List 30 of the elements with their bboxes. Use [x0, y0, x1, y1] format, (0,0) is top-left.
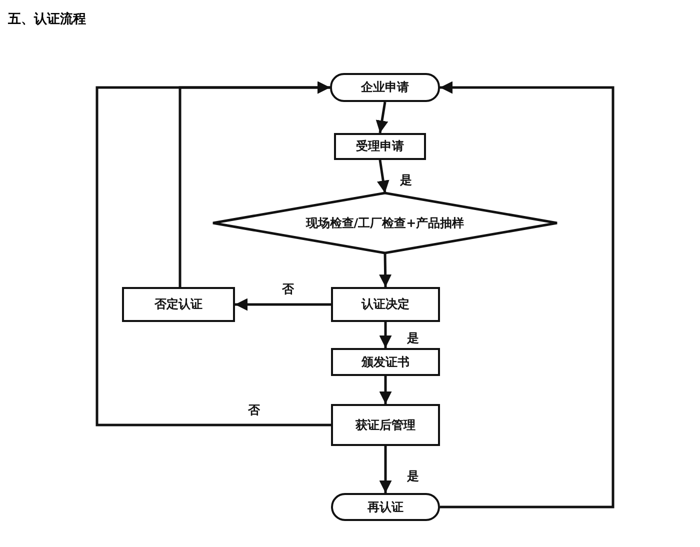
- edge-label: 是: [398, 172, 414, 189]
- process-box: [331, 404, 440, 446]
- arrow: [96, 81, 331, 426]
- terminal-box: [331, 493, 440, 521]
- edge-label: 否: [280, 281, 296, 298]
- arrow: [376, 160, 390, 194]
- process-box: [122, 287, 235, 322]
- terminal-box: [330, 73, 440, 102]
- node-label: 现场检查/工厂检查+产品抽样: [306, 214, 464, 232]
- node-label: 受理申请: [356, 138, 404, 155]
- arrow: [379, 376, 392, 404]
- title: 五、认证流程: [8, 10, 86, 28]
- arrow: [376, 102, 388, 134]
- arrow: [379, 446, 392, 493]
- arrow: [379, 322, 392, 348]
- node-label: 颁发证书: [362, 354, 410, 370]
- edge-label: 是: [405, 330, 421, 347]
- arrow: [379, 252, 392, 288]
- process-box: [331, 287, 440, 322]
- node-label: 企业申请: [361, 79, 409, 96]
- node-label: 认证决定: [362, 296, 410, 313]
- node-label: 否定认证: [154, 296, 202, 313]
- node-label: 获证后管理: [356, 416, 416, 434]
- process-box: [331, 348, 440, 376]
- arrow: [235, 298, 331, 311]
- edge-label: 是: [405, 468, 421, 485]
- arrow: [440, 81, 614, 508]
- node-label: 再认证: [368, 498, 404, 516]
- process-box: [334, 133, 426, 160]
- edge-label: 否: [246, 402, 262, 419]
